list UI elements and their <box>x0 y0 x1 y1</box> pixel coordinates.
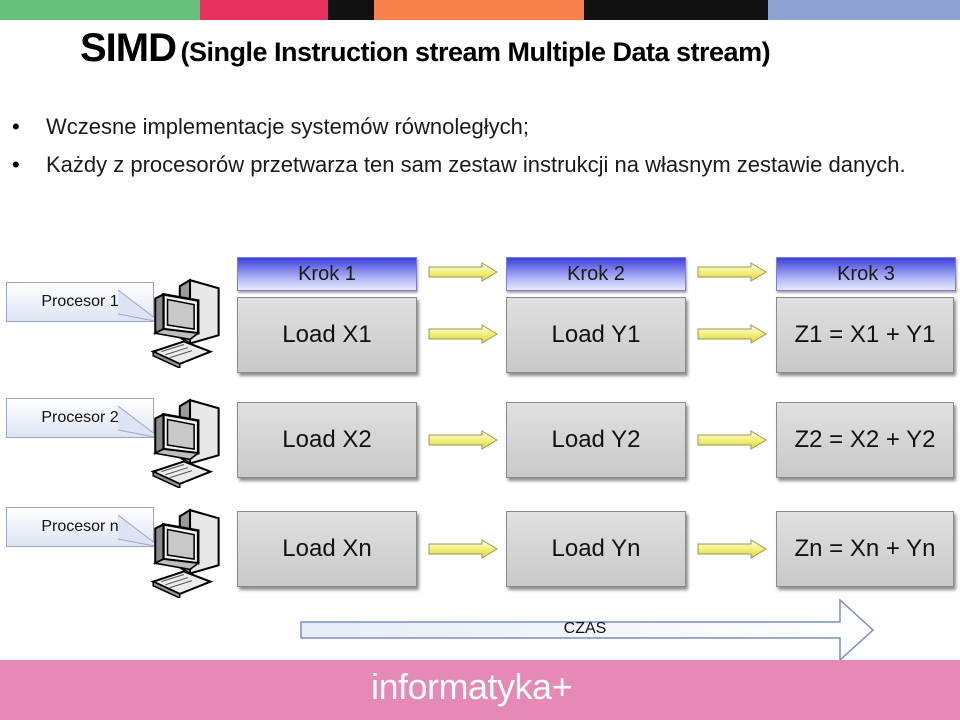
step-arrow <box>428 262 498 282</box>
step-header-3: Krok 3 <box>776 257 956 291</box>
stripe-segment-blue <box>768 0 960 20</box>
op-cell-p1-k2: Load Y1 <box>506 297 686 373</box>
computer-icon <box>148 396 232 488</box>
step-header-1: Krok 1 <box>237 257 417 291</box>
stripe-segment-red <box>200 0 328 20</box>
stripe-segment-black-2 <box>584 0 768 20</box>
title-subtitle: (Single Instruction stream Multiple Data… <box>180 37 771 67</box>
computer-icon <box>148 506 232 598</box>
stripe-segment-black <box>328 0 374 20</box>
step-arrow <box>428 430 498 450</box>
op-cell-p2-k3: Z2 = X2 + Y2 <box>776 402 954 478</box>
footer-logo: informatyka+ <box>371 666 573 707</box>
stripe-segment-orange <box>374 0 584 20</box>
bullet-item: Każdy z procesorów przetwarza ten sam ze… <box>12 150 942 180</box>
top-color-stripe <box>0 0 960 20</box>
bullet-list: Wczesne implementacje systemów równoległ… <box>12 112 942 188</box>
footer-bar <box>0 660 960 720</box>
slide-title: SIMD (Single Instruction stream Multiple… <box>80 26 771 71</box>
time-arrow <box>300 598 875 662</box>
step-arrow <box>697 430 767 450</box>
title-main: SIMD <box>80 26 177 70</box>
step-arrow <box>428 324 498 344</box>
computer-icon <box>148 276 232 368</box>
step-header-2: Krok 2 <box>506 257 686 291</box>
op-cell-pn-k2: Load Yn <box>506 511 686 587</box>
step-arrow <box>697 262 767 282</box>
op-cell-p1-k1: Load X1 <box>237 297 417 373</box>
op-cell-p1-k3: Z1 = X1 + Y1 <box>776 297 954 373</box>
step-arrow <box>428 539 498 559</box>
bullet-item: Wczesne implementacje systemów równoległ… <box>12 112 942 142</box>
step-arrow <box>697 324 767 344</box>
op-cell-p2-k2: Load Y2 <box>506 402 686 478</box>
stripe-segment-green <box>0 0 200 20</box>
op-cell-p2-k1: Load X2 <box>237 402 417 478</box>
op-cell-pn-k1: Load Xn <box>237 511 417 587</box>
time-axis-label: CZAS <box>563 620 607 637</box>
step-arrow <box>697 539 767 559</box>
op-cell-pn-k3: Zn = Xn + Yn <box>776 511 954 587</box>
